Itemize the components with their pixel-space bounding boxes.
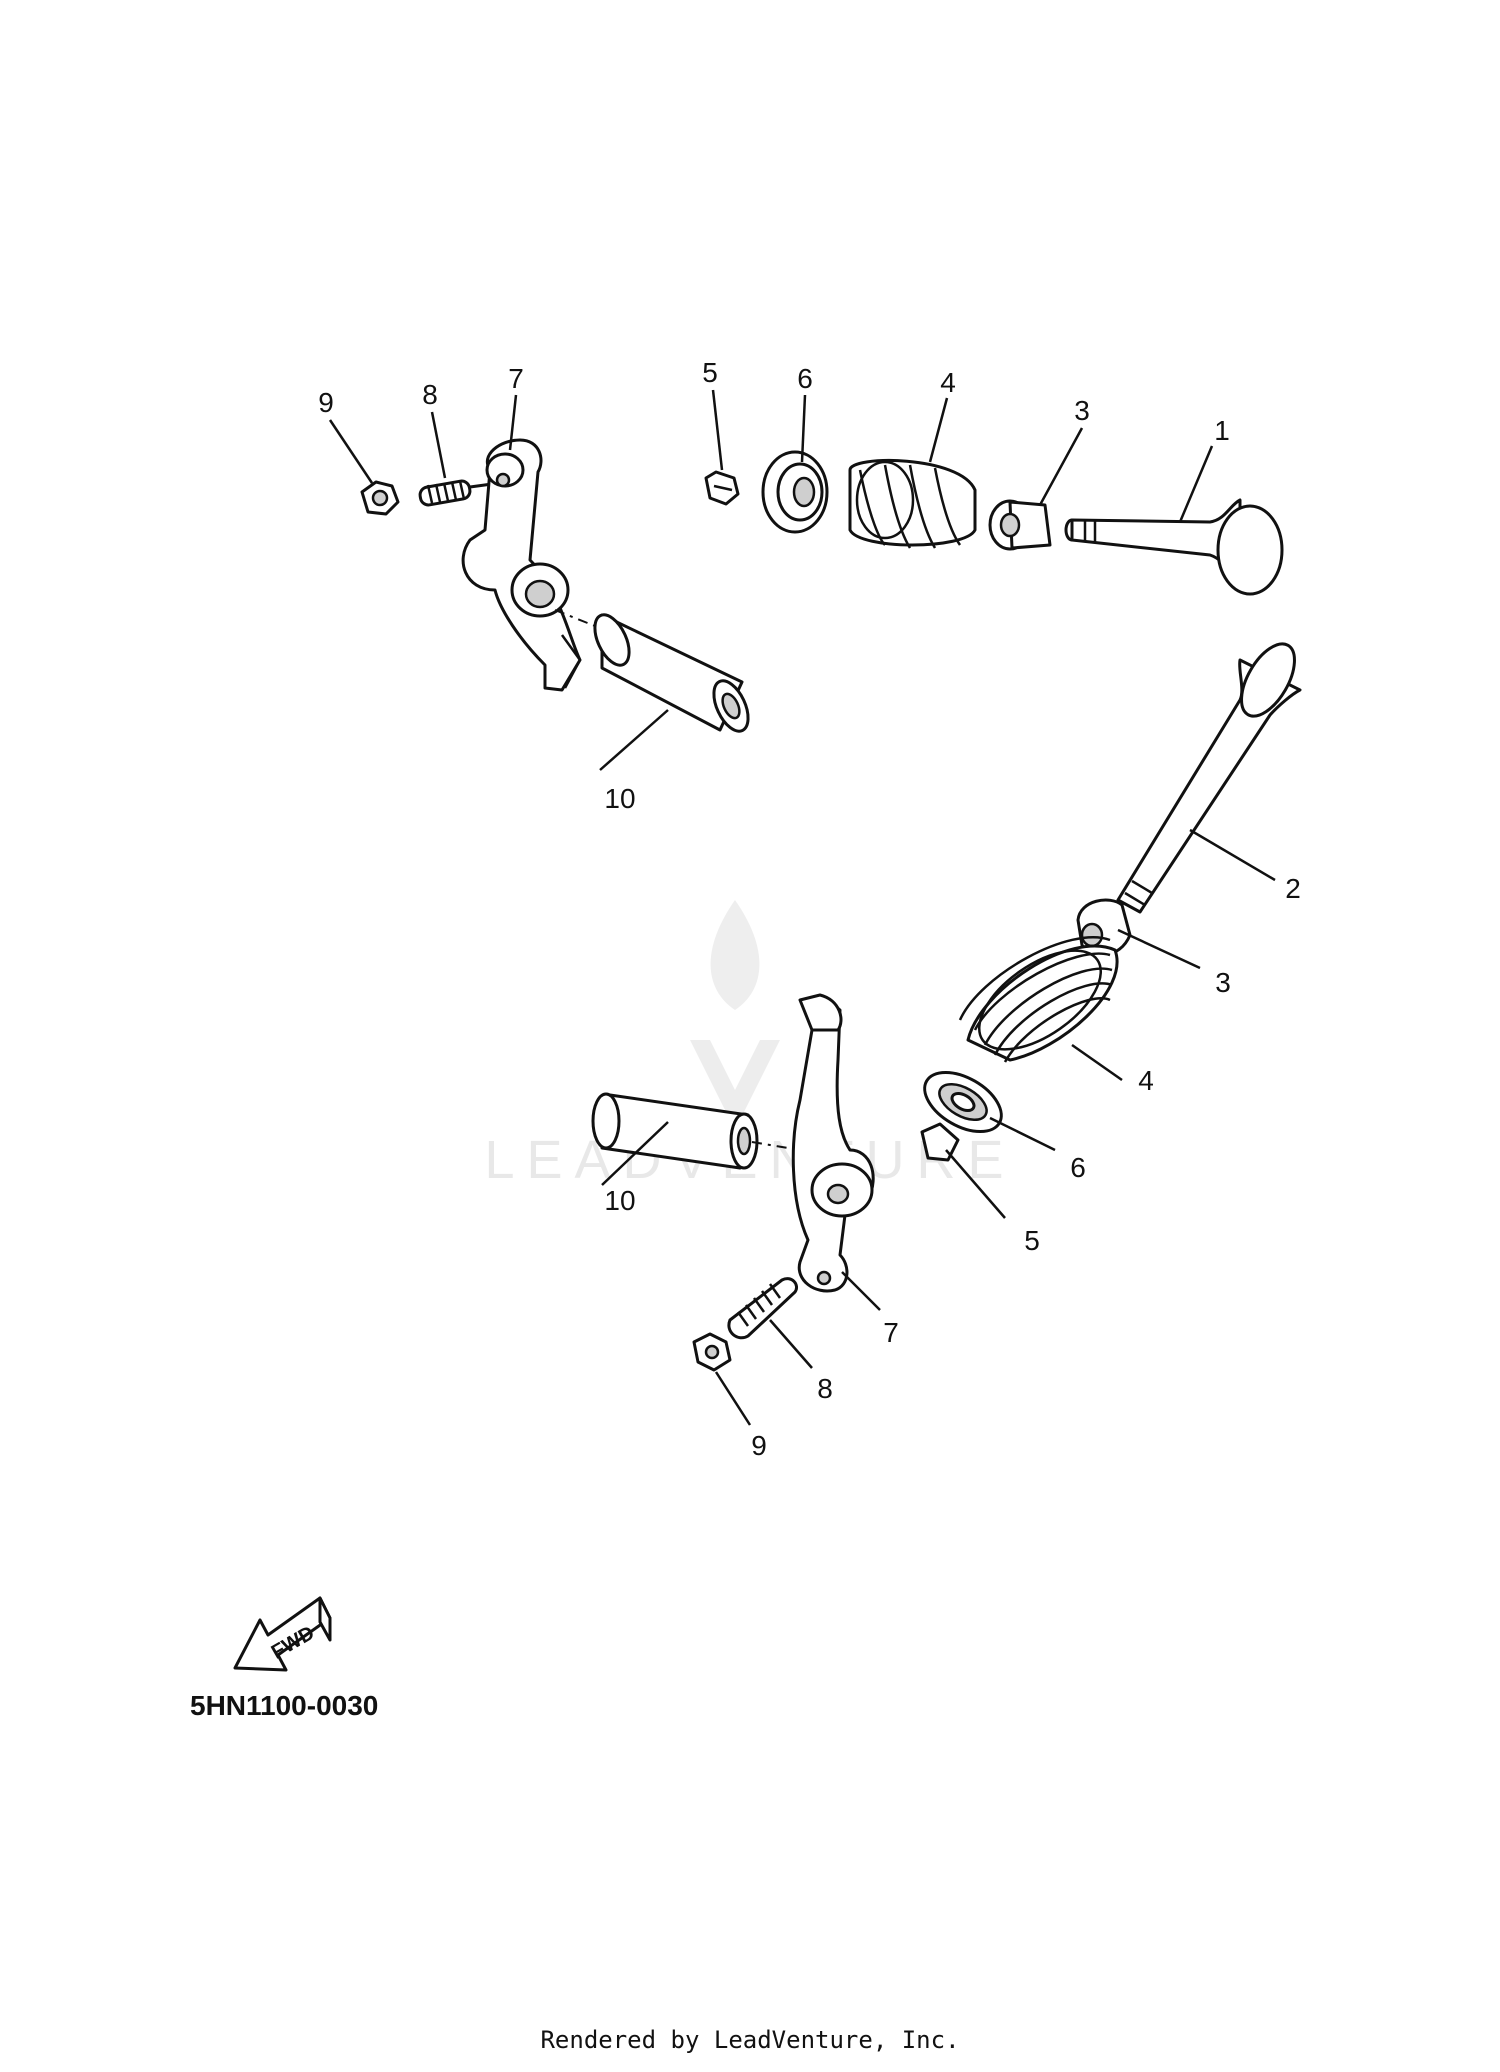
leader-lower-6 (989, 1116, 1056, 1152)
fwd-arrow-icon: FWD (233, 1596, 332, 1672)
callout-lower-10: 10 (604, 1185, 635, 1216)
leader-upper-5 (711, 389, 724, 471)
leader-lower-10 (601, 1121, 669, 1186)
leader-upper-1 (1178, 445, 1214, 523)
leader-upper-9 (328, 419, 374, 484)
callout-lower-8: 8 (817, 1373, 833, 1404)
adjusting-screw-upper (418, 479, 493, 507)
leader-upper-4 (928, 397, 949, 463)
spring-retainer-lower (923, 1070, 1003, 1134)
valve-cotter-lower (920, 1122, 960, 1162)
callout-upper-8: 8 (422, 379, 438, 410)
leader-upper-7 (508, 394, 518, 451)
leader-lower-8 (769, 1319, 813, 1369)
adjusting-screw-lower (727, 1277, 798, 1340)
leader-upper-10 (599, 709, 669, 771)
footer-credit: Rendered by LeadVenture, Inc. (540, 2026, 960, 2054)
rocker-arm-lower (791, 993, 875, 1293)
rocker-shaft-upper (593, 613, 750, 733)
callout-upper-1: 1 (1214, 415, 1230, 446)
callout-upper-6: 6 (797, 363, 813, 394)
diagram-code: 5HN1100-0030 (190, 1690, 379, 1721)
exhaust-valve-lower (1116, 642, 1302, 914)
callout-upper-3: 3 (1074, 395, 1090, 426)
rocker-arm-upper (461, 438, 582, 692)
callout-lower-7: 7 (883, 1317, 899, 1348)
callout-upper-5: 5 (702, 357, 718, 388)
leader-lower-9 (714, 1371, 752, 1426)
callout-lower-4: 4 (1138, 1065, 1154, 1096)
nut-upper (360, 480, 400, 516)
callout-lower-9: 9 (751, 1430, 767, 1461)
callout-lower-5: 5 (1024, 1225, 1040, 1256)
spring-retainer-upper (761, 450, 829, 534)
callout-upper-7: 7 (508, 363, 524, 394)
leader-lower-4 (1071, 1043, 1123, 1082)
callout-upper-10: 10 (604, 783, 635, 814)
leader-lower-7 (841, 1271, 881, 1311)
valve-spring-upper (848, 458, 977, 549)
leader-lower-3 (1117, 928, 1201, 970)
callout-lower-2: 2 (1285, 873, 1301, 904)
leader-upper-3 (1038, 427, 1084, 506)
leader-lower-2 (1189, 828, 1276, 882)
valve-stem-seal-upper (988, 499, 1052, 551)
callout-upper-9: 9 (318, 387, 334, 418)
leader-lower-5 (945, 1149, 1006, 1219)
leader-upper-8 (430, 411, 447, 479)
nut-lower (692, 1332, 732, 1372)
callout-lower-3: 3 (1215, 967, 1231, 998)
callout-upper-4: 4 (940, 367, 956, 398)
valve-cotter-upper (704, 470, 740, 506)
leader-upper-6 (800, 394, 807, 463)
valve-spring-lower (958, 936, 1119, 1063)
callout-lower-6: 6 (1070, 1152, 1086, 1183)
intake-valve-upper (1064, 498, 1284, 596)
